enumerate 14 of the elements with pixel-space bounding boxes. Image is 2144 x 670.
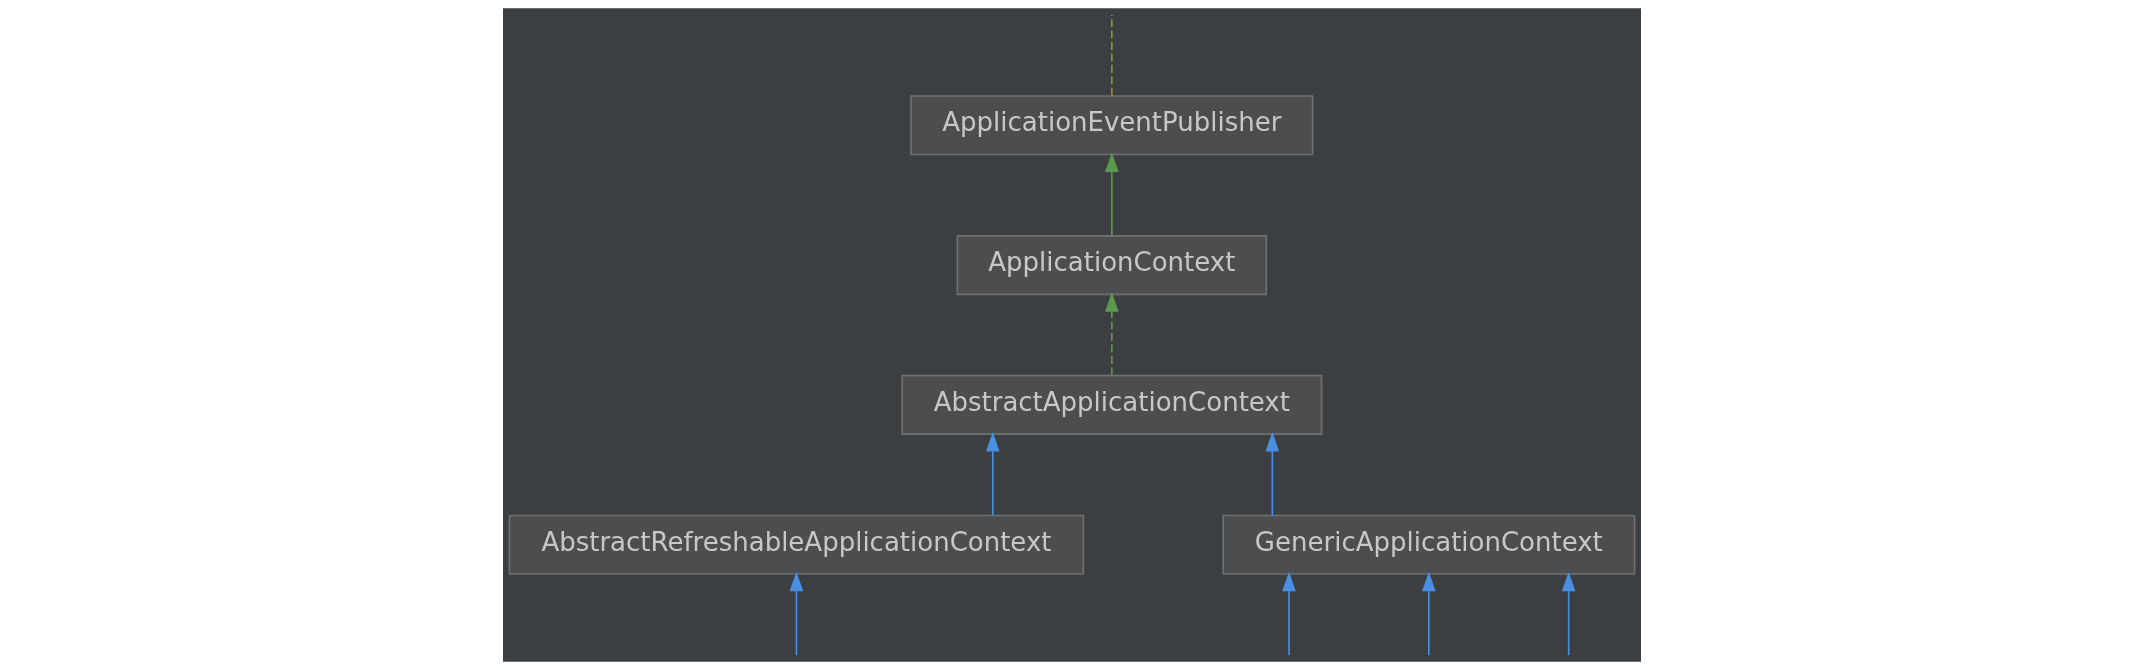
connector (1111, 14, 1113, 97)
node-box: AbstractRefreshableApplicationContext (508, 514, 1085, 575)
node-box: ApplicationEventPublisher (910, 95, 1314, 156)
arrow (1282, 571, 1296, 656)
arrow (789, 571, 804, 656)
node-box: AbstractApplicationContext (901, 374, 1323, 435)
arrow (985, 432, 1000, 516)
arrow (1105, 152, 1119, 237)
arrow (1105, 292, 1119, 377)
arrow (1265, 432, 1280, 516)
arrow (1422, 571, 1436, 656)
arrow (1561, 571, 1576, 656)
node-box: GenericApplicationContext (1222, 514, 1636, 575)
node-box: ApplicationContext (956, 235, 1268, 296)
